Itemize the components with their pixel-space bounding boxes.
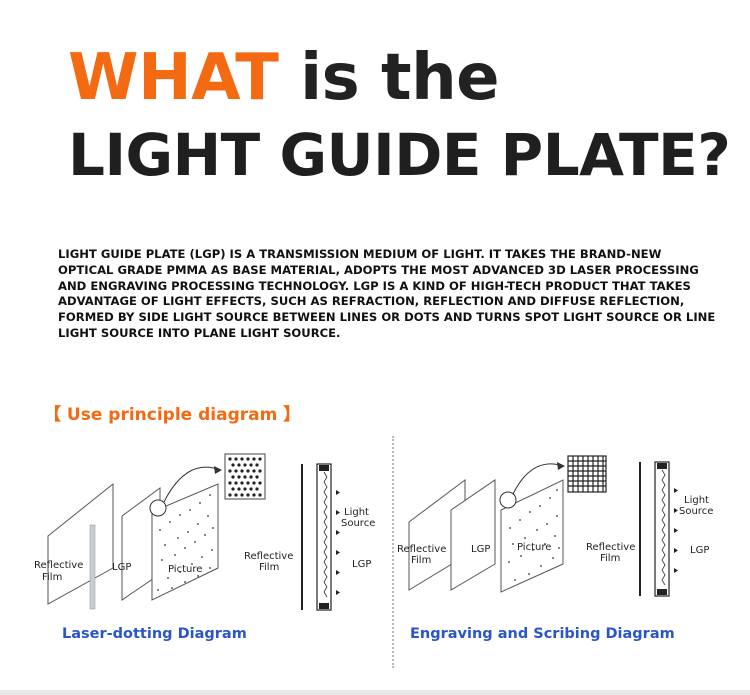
light-source-label-2: Source [679, 506, 713, 517]
side-lgp-plate [316, 463, 332, 611]
side-reflective-label-2: Film [600, 553, 620, 564]
side-lgp-plate [654, 461, 670, 597]
picture-label: Picture [517, 542, 551, 553]
reflective-film-label-1: Reflective [34, 560, 83, 571]
light-source-label-1: Light [344, 507, 369, 518]
side-scattering-line [661, 469, 666, 586]
laser-dotting-caption: Laser-dotting Diagram [62, 626, 247, 642]
picture-dots [508, 489, 560, 581]
picture-plate [151, 483, 219, 601]
magnifier-circle [499, 491, 517, 509]
reflective-film-label-2: Film [42, 572, 62, 583]
reflective-film-plate [47, 482, 114, 605]
light-arrows [336, 490, 340, 595]
lgp-label: LGP [471, 544, 490, 555]
engraving-scribing-diagram: Reflective Film LGP Picture Light Source… [397, 455, 713, 597]
lgp-plate [450, 479, 496, 591]
side-reflective-label-1: Reflective [244, 551, 293, 562]
side-lgp-label: LGP [690, 545, 709, 556]
reflective-film-label-1: Reflective [397, 544, 446, 555]
magnifier-circle [149, 499, 167, 517]
light-source-label-2: Source [341, 518, 375, 529]
description-paragraph: LIGHT GUIDE PLATE (LGP) IS A TRANSMISSIO… [58, 247, 716, 340]
light-source-label-1: Light [684, 495, 709, 506]
side-reflective-label-2: Film [259, 562, 279, 573]
laser-dotting-diagram: Reflective Film LGP Picture Light Source… [34, 453, 375, 611]
light-arrows [674, 488, 678, 573]
bottom-divider [0, 690, 750, 695]
diagram-divider [392, 436, 394, 668]
lgp-label: LGP [112, 562, 131, 573]
engraving-scribing-caption: Engraving and Scribing Diagram [410, 626, 675, 642]
side-reflective-label-1: Reflective [586, 542, 635, 553]
heading-line-2: LIGHT GUIDE PLATE? [68, 121, 731, 189]
heading-line-1: WHAT is the [68, 46, 500, 110]
picture-dots [157, 494, 214, 591]
side-lgp-label: LGP [352, 559, 371, 570]
section-title: 【 Use principle diagram 】 [44, 405, 301, 425]
grid-zoom-pattern [568, 456, 606, 492]
heading-line-1-rest: is the [300, 41, 500, 115]
picture-label: Picture [168, 564, 202, 575]
picture-plate [500, 479, 564, 593]
dot-zoom-pattern [228, 457, 262, 497]
heading-accent-word: WHAT [68, 41, 279, 115]
light-bar [89, 524, 96, 610]
side-scattering-line [323, 471, 328, 598]
reflective-film-label-2: Film [411, 555, 431, 566]
